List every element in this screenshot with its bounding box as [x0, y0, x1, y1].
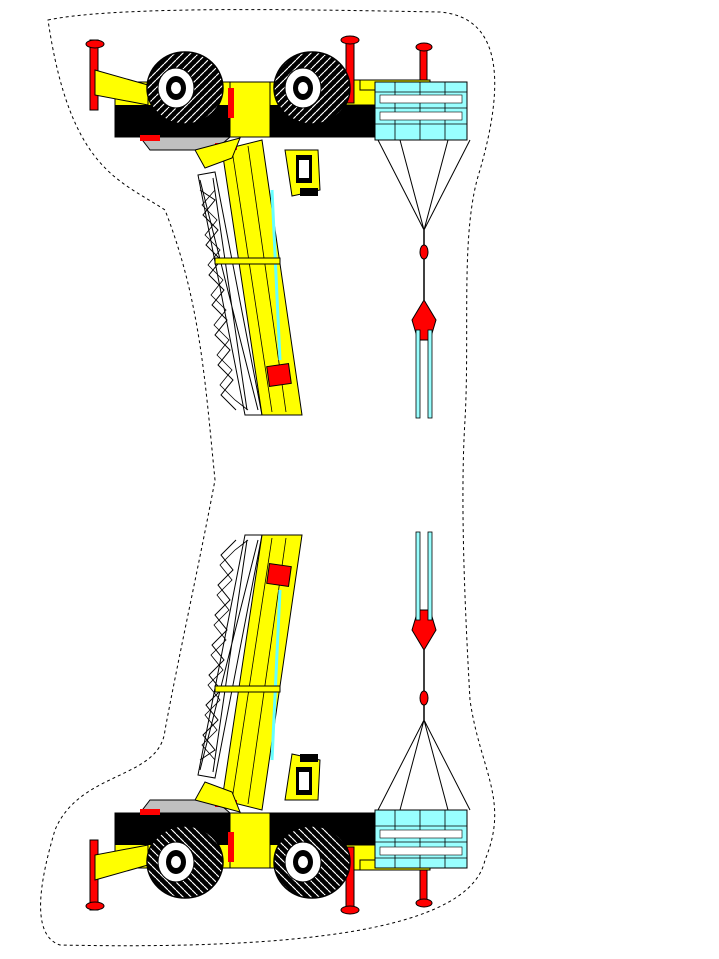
crane-truck-bottom [84, 530, 472, 916]
crane-truck-top [84, 34, 472, 420]
cut-outline [40, 9, 496, 947]
